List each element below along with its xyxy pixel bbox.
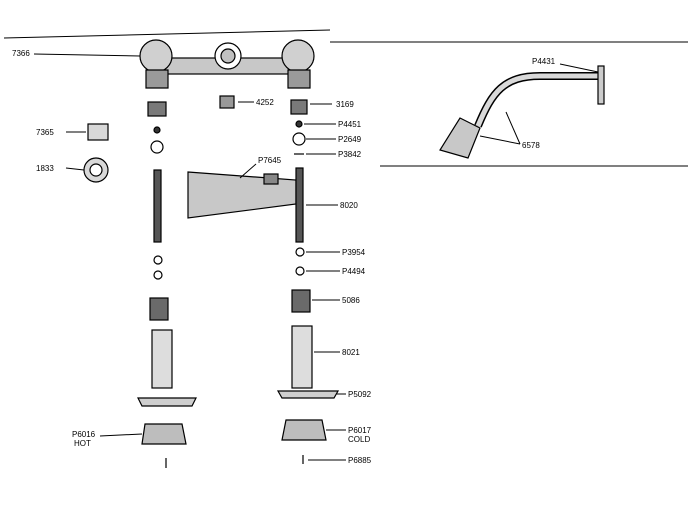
part-7365-bushing <box>87 123 109 141</box>
left-o-ring-2 <box>153 270 163 280</box>
left-o-ring-1 <box>153 255 163 265</box>
shower-head <box>439 117 481 159</box>
shower-arm <box>474 72 598 128</box>
shower-flange <box>597 65 605 105</box>
leader-lines <box>33 53 599 461</box>
right-screw <box>295 120 303 128</box>
label-hot: HOT <box>74 439 91 448</box>
shower-arm-fill <box>475 73 598 127</box>
label-P4451: P4451 <box>338 120 362 129</box>
left-handle-hot <box>141 423 187 445</box>
label-cold: COLD <box>348 435 370 444</box>
right-sleeve <box>291 325 313 389</box>
left-screw <box>153 126 161 134</box>
part-4252-adapter <box>219 95 235 109</box>
label-P3842: P3842 <box>338 150 362 159</box>
right-escutcheon <box>276 390 340 399</box>
label-P2649: P2649 <box>338 135 362 144</box>
left-sleeve <box>151 329 173 389</box>
label-P4431: P4431 <box>532 57 556 66</box>
label-P6017: P6017 <box>348 426 372 435</box>
right-cartridge <box>291 289 311 313</box>
label-1833: 1833 <box>36 164 54 173</box>
left-escutcheon <box>137 397 197 407</box>
right-washer <box>292 132 306 146</box>
tub-spout-diverter <box>263 173 279 185</box>
label-3169: 3169 <box>336 100 354 109</box>
left-stem <box>153 169 162 243</box>
label-8020: 8020 <box>340 201 358 210</box>
label-8021: 8021 <box>342 348 360 357</box>
label-P4494: P4494 <box>342 267 366 276</box>
label-7365: 7365 <box>36 128 54 137</box>
label-P3954: P3954 <box>342 248 366 257</box>
label-P6016: P6016 <box>72 430 96 439</box>
left-cartridge <box>149 297 169 321</box>
label-4252: 4252 <box>256 98 274 107</box>
label-6578: 6578 <box>522 141 540 150</box>
label-7366: 7366 <box>12 49 30 58</box>
right-handle-cold <box>281 419 327 441</box>
right-o-ring-2 <box>295 266 305 276</box>
label-P5092: P5092 <box>348 390 372 399</box>
left-bonnet-nut <box>147 101 167 117</box>
right-o-ring-1 <box>295 247 305 257</box>
right-bonnet-nut <box>290 99 308 115</box>
part-1833-nut-inner <box>89 163 103 177</box>
tub-spout <box>187 171 297 219</box>
right-stem <box>295 167 304 243</box>
label-5086: 5086 <box>342 296 360 305</box>
valve-body <box>139 39 315 89</box>
left-washer <box>150 140 164 154</box>
top-divider-line <box>3 29 331 39</box>
label-P6885: P6885 <box>348 456 372 465</box>
label-P7645: P7645 <box>258 156 282 165</box>
